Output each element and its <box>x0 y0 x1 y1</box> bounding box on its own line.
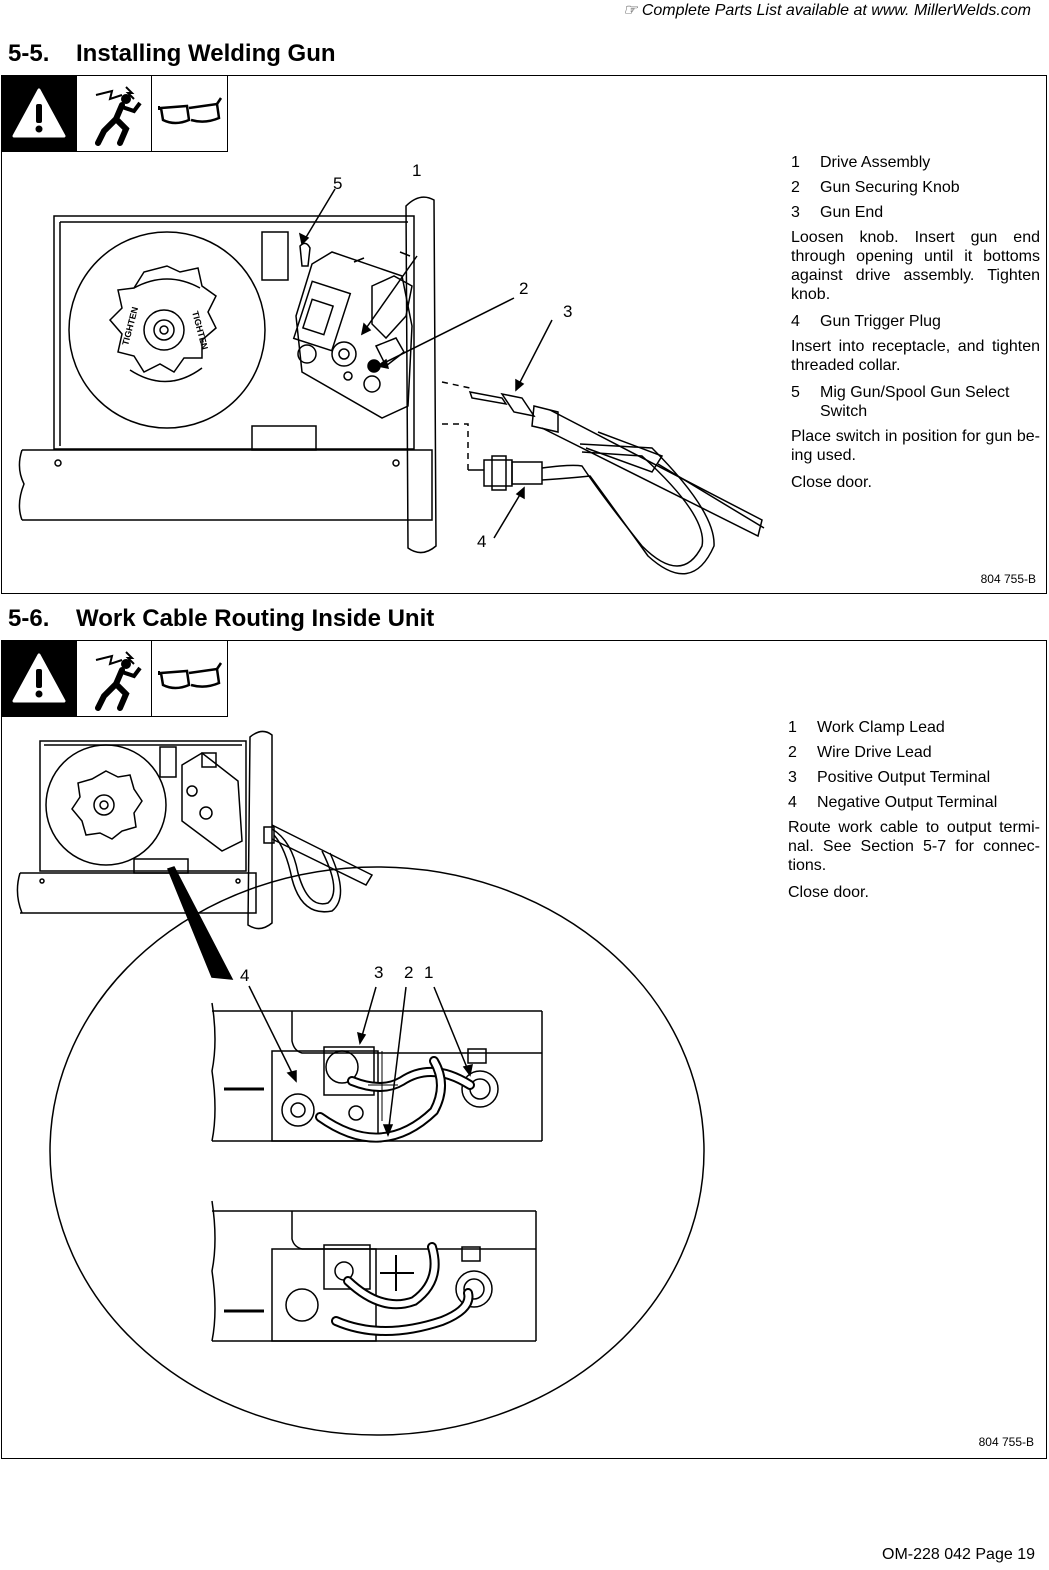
callout-2: 2 <box>519 279 528 298</box>
section-title: Installing Welding Gun <box>76 40 336 67</box>
parts-list-note: ☞ Complete Parts List available at www. … <box>623 2 1031 19</box>
callout-1: 1 <box>424 963 433 982</box>
section-number: 5-5. <box>8 40 50 67</box>
instruction-text: Loosen knob. Insert gun end through open… <box>791 229 1040 303</box>
safety-glasses-icon <box>152 76 227 152</box>
instruction-text: Route work cable to output termi-nal. Se… <box>788 819 1040 874</box>
instruction-text: Insert into receptacle, and tighten thre… <box>791 338 1040 374</box>
section-title: Work Cable Routing Inside Unit <box>76 605 435 632</box>
safety-glasses-icon <box>152 641 227 717</box>
electric-shock-icon <box>77 641 152 717</box>
section-heading: 5-6. Work Cable Routing Inside Unit <box>8 605 434 633</box>
safety-icons <box>2 641 228 717</box>
instruction-text: Place switch in position for gun be-ing … <box>791 428 1040 464</box>
figure-id: 804 755-B <box>978 1435 1034 1449</box>
figure-id: 804 755-B <box>980 572 1036 586</box>
section-heading: 5-5. Installing Welding Gun <box>8 40 336 68</box>
drive-assembly-diagram: TIGHTEN TIGHTEN 5 1 2 3 4 <box>18 161 765 575</box>
work-cable-routing-diagram: 4 3 2 1 <box>16 730 705 1436</box>
callout-4: 4 <box>240 966 249 985</box>
warning-icon <box>2 641 77 717</box>
callout-3: 3 <box>563 302 572 321</box>
warning-icon <box>2 76 77 152</box>
knob-label: TIGHTEN <box>190 310 210 351</box>
electric-shock-icon <box>77 76 152 152</box>
callout-2: 2 <box>404 963 413 982</box>
knob-label: TIGHTEN <box>120 306 140 347</box>
callout-1: 1 <box>412 161 421 180</box>
page-footer: OM-228 042 Page 19 <box>882 1546 1035 1563</box>
safety-icons <box>2 76 228 152</box>
callout-5: 5 <box>333 174 342 193</box>
callout-3: 3 <box>374 963 383 982</box>
callout-4: 4 <box>477 532 486 551</box>
instruction-text: Close door. <box>788 884 869 901</box>
section-number: 5-6. <box>8 605 50 632</box>
instruction-text: Close door. <box>791 474 872 491</box>
